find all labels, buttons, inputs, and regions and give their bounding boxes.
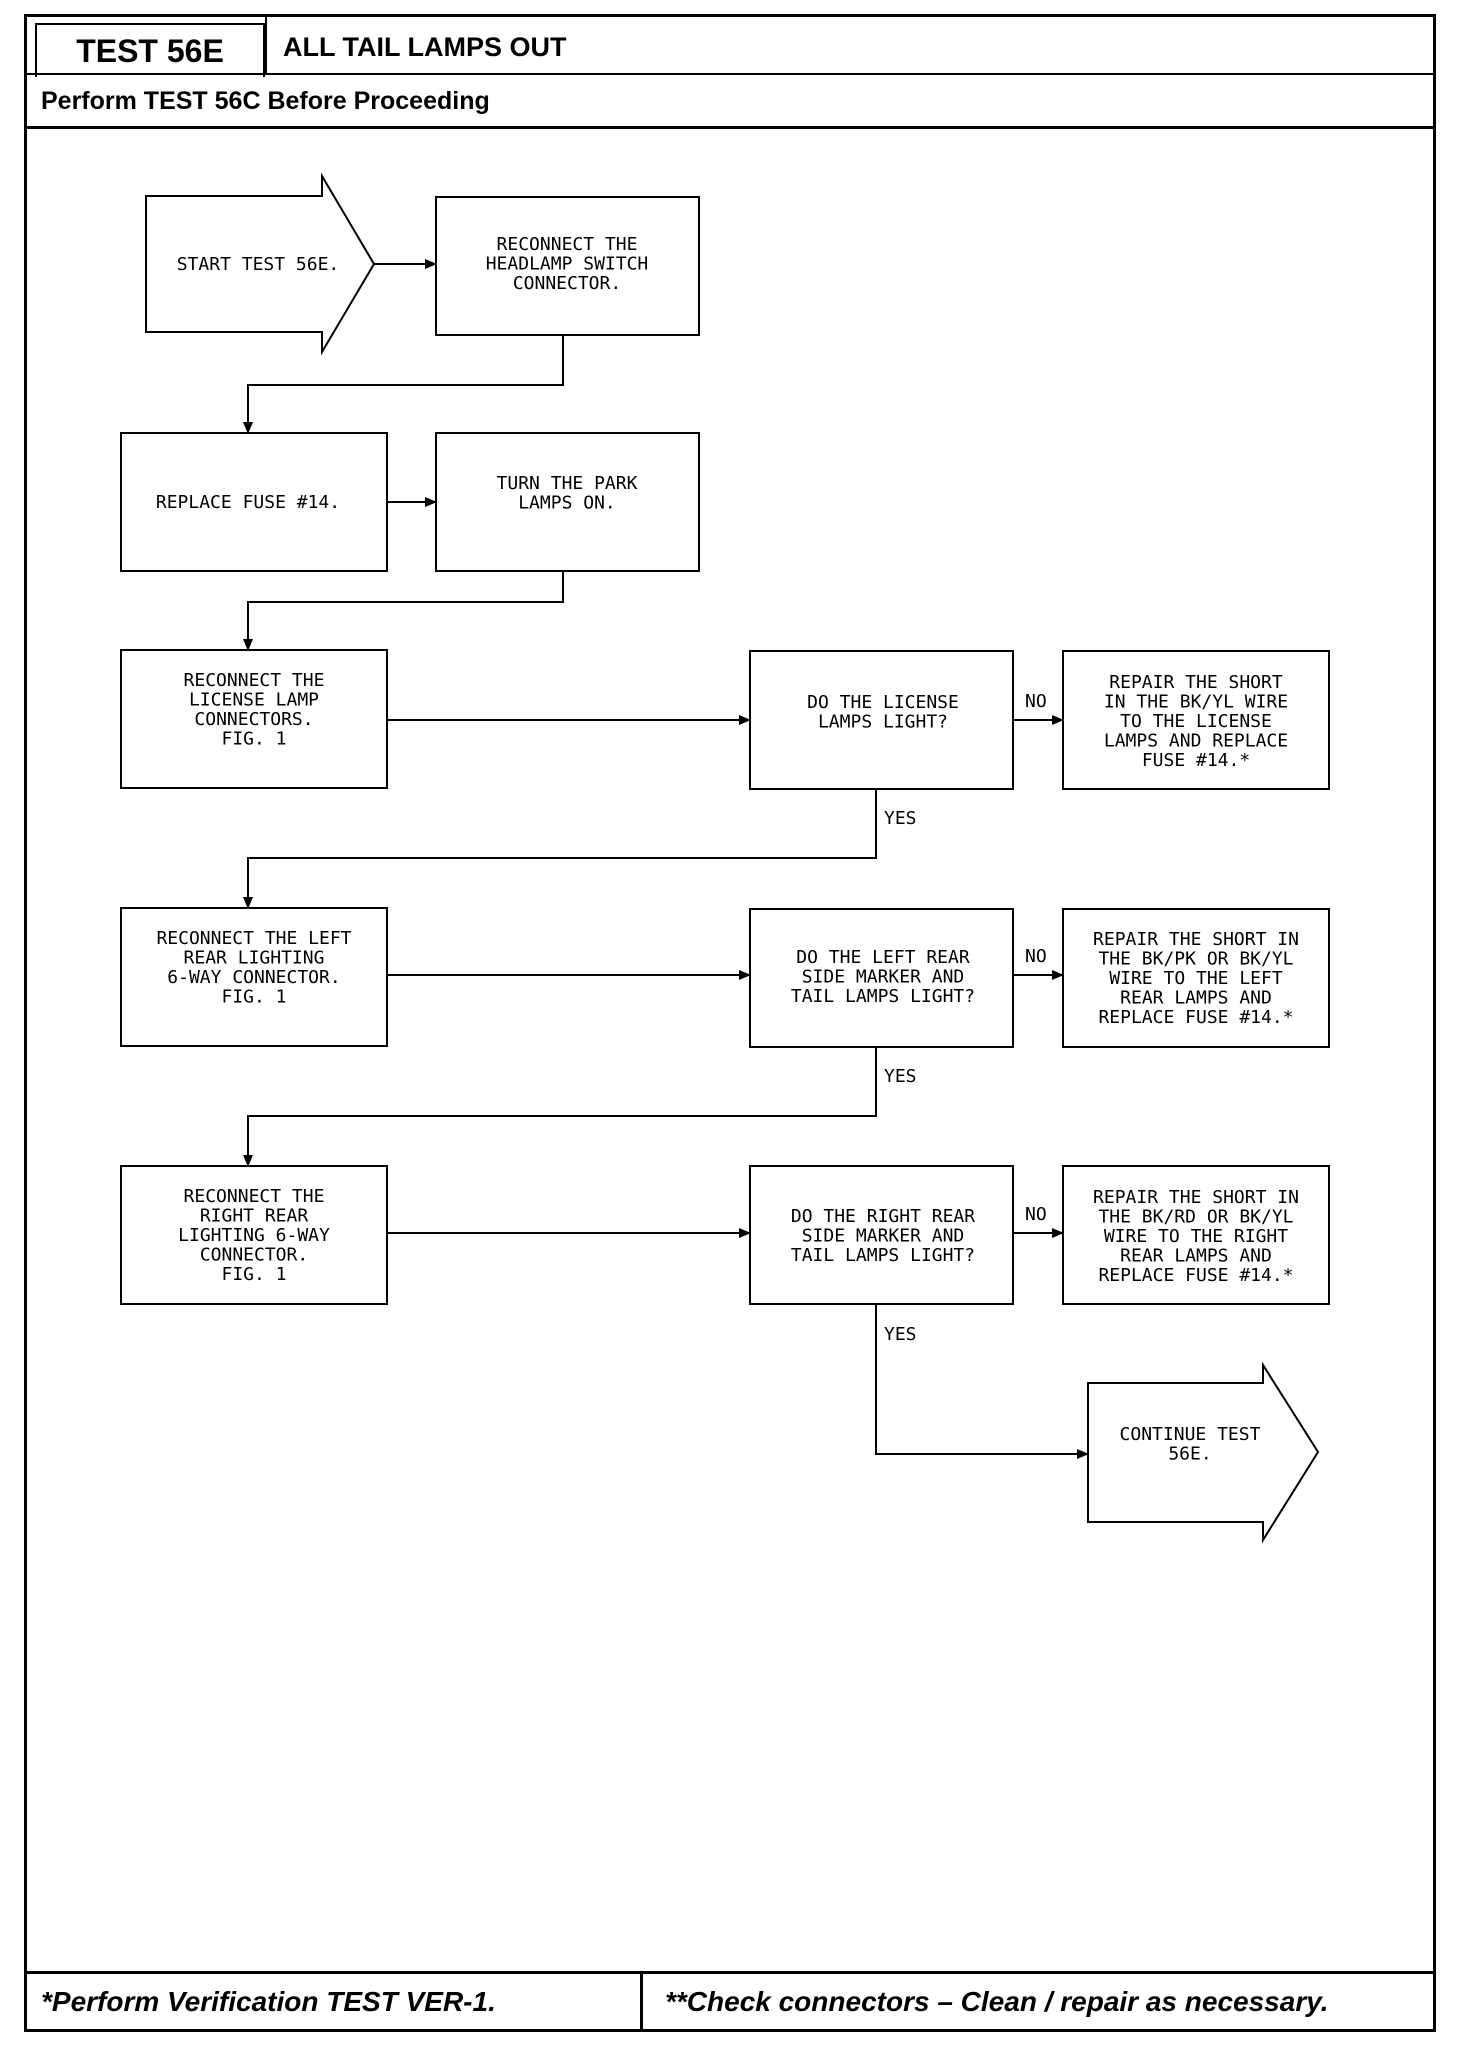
right-rear-question-line-3: TAIL LAMPS LIGHT? <box>791 1245 975 1266</box>
license-connectors-line-2: LICENSE LAMP <box>189 690 319 711</box>
park-lamps-line-1: TURN THE PARK <box>497 473 638 494</box>
yes-label-right-rear: YES <box>884 1324 917 1345</box>
footer-divider <box>640 1974 643 2029</box>
left-rear-question-line-2: SIDE MARKER AND <box>802 967 965 988</box>
start-line-1: START TEST 56E. <box>177 254 340 275</box>
no-label-left-rear: NO <box>1025 946 1047 967</box>
park-lamps-line-2: LAMPS ON. <box>518 493 616 514</box>
no-label-license: NO <box>1025 691 1047 712</box>
header-row: TEST 56E ALL TAIL LAMPS OUT <box>27 17 1433 77</box>
continue-arrow-shape <box>1087 1361 1320 1544</box>
reconnect-headlamp-line-3: CONNECTOR. <box>513 273 621 294</box>
header-divider <box>265 17 267 75</box>
left-rear-repair-line-5: REPLACE FUSE #14.* <box>1098 1007 1293 1028</box>
left-rear-connector-line-2: REAR LIGHTING <box>184 948 325 969</box>
right-rear-question-line-1: DO THE RIGHT REAR <box>791 1206 975 1227</box>
left-rear-connector-box <box>120 907 388 1047</box>
prerequisite-note: Perform TEST 56C Before Proceeding <box>41 87 490 115</box>
license-repair-line-3: TO THE LICENSE <box>1120 711 1272 732</box>
replace-fuse-line-1: REPLACE FUSE #14. <box>156 492 340 513</box>
left-rear-connector-line-1: RECONNECT THE LEFT <box>156 928 351 949</box>
right-rear-repair-line-5: REPLACE FUSE #14.* <box>1098 1265 1293 1286</box>
reconnect-headlamp-line-1: RECONNECT THE <box>497 234 638 255</box>
license-repair-line-4: LAMPS AND REPLACE <box>1104 731 1288 752</box>
license-question-line-2: LAMPS LIGHT? <box>818 712 948 733</box>
test-title: ALL TAIL LAMPS OUT <box>283 32 567 62</box>
right-rear-repair-line-2: THE BK/RD OR BK/YL <box>1098 1207 1293 1228</box>
verification-note: *Perform Verification TEST VER-1. <box>41 1986 496 2017</box>
connector-license-yes <box>243 789 877 909</box>
right-rear-connector-box <box>120 1165 388 1305</box>
license-connectors-line-3: CONNECTORS. <box>194 709 313 730</box>
right-rear-repair-line-1: REPAIR THE SHORT IN <box>1093 1187 1299 1208</box>
license-repair-line-5: FUSE #14.* <box>1142 750 1250 771</box>
license-connectors-line-1: RECONNECT THE <box>184 670 325 691</box>
footer-row: *Perform Verification TEST VER-1. **Chec… <box>27 1971 1433 2029</box>
left-rear-question-line-1: DO THE LEFT REAR <box>796 947 970 968</box>
connector-park-to-license <box>243 571 564 651</box>
connector-note: **Check connectors – Clean / repair as n… <box>665 1986 1329 2017</box>
connector-left-yes <box>243 1047 877 1167</box>
left-rear-question-line-3: TAIL LAMPS LIGHT? <box>791 986 975 1007</box>
reconnect-headlamp-line-2: HEADLAMP SWITCH <box>486 254 649 275</box>
right-rear-connector-line-2: RIGHT REAR <box>200 1206 309 1227</box>
right-rear-repair-line-4: REAR LAMPS AND <box>1120 1246 1272 1267</box>
license-repair-line-2: IN THE BK/YL WIRE <box>1104 692 1288 713</box>
continue-line-1: CONTINUE TEST <box>1120 1424 1261 1445</box>
right-rear-connector-line-5: FIG. 1 <box>221 1264 286 1285</box>
procedure-sheet: TEST 56E ALL TAIL LAMPS OUT Perform TEST… <box>24 14 1436 2032</box>
yes-label-license: YES <box>884 808 917 829</box>
license-question-line-1: DO THE LICENSE <box>807 692 959 713</box>
left-rear-repair-line-3: WIRE TO THE LEFT <box>1109 968 1283 989</box>
right-rear-connector-line-4: CONNECTOR. <box>200 1245 308 1266</box>
start-label: START TEST 56E. <box>177 254 340 275</box>
test-id: TEST 56E <box>35 23 265 77</box>
connector-right-yes <box>875 1304 1089 1459</box>
left-rear-repair-line-2: THE BK/PK OR BK/YL <box>1098 949 1293 970</box>
right-rear-repair-line-3: WIRE TO THE RIGHT <box>1104 1226 1288 1247</box>
right-rear-connector-line-1: RECONNECT THE <box>184 1186 325 1207</box>
prerequisite-row: Perform TEST 56C Before Proceeding <box>27 75 1433 129</box>
left-rear-connector-line-4: FIG. 1 <box>221 987 286 1008</box>
continue-line-2: 56E. <box>1168 1444 1211 1465</box>
yes-label-left-rear: YES <box>884 1066 917 1087</box>
connector-headlamp-to-fuse <box>243 335 564 434</box>
left-rear-connector-line-3: 6-WAY CONNECTOR. <box>167 967 340 988</box>
start-arrow-shape <box>145 172 376 356</box>
license-repair-line-1: REPAIR THE SHORT <box>1109 672 1283 693</box>
right-rear-connector-line-3: LIGHTING 6-WAY <box>178 1225 330 1246</box>
replace-fuse-label: REPLACE FUSE #14. <box>156 492 340 513</box>
license-connectors-line-4: FIG. 1 <box>221 729 286 750</box>
left-rear-repair-line-4: REAR LAMPS AND <box>1120 988 1272 1009</box>
left-rear-repair-line-1: REPAIR THE SHORT IN <box>1093 929 1299 950</box>
no-label-right-rear: NO <box>1025 1204 1047 1225</box>
right-rear-question-line-2: SIDE MARKER AND <box>802 1226 965 1247</box>
